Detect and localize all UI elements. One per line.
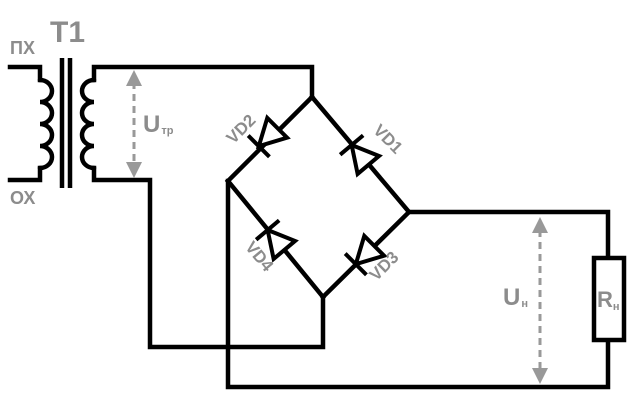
diode-vd4 [254,218,299,263]
primary-coil [37,77,55,171]
load-voltage-arrow [532,217,548,384]
primary-lead-bottom [7,165,43,183]
primary-lead-top [7,64,43,83]
diode-vd2 [246,114,291,159]
load-voltage-label: Uн [503,284,528,311]
diode-vd1-label: VD1 [369,121,406,158]
primary-top-label: ПХ [10,38,35,58]
load-resistor-label: Rн [597,287,620,313]
diode-vd1 [338,133,383,178]
output-positive-wire [406,209,611,261]
secondary-lead-bottom [91,165,326,350]
diode-vd3 [343,232,388,277]
transformer-label: T1 [50,16,85,49]
transformer-voltage-label: Uтр [143,111,174,138]
transformer-voltage-arrow [126,70,142,178]
primary-bottom-label: ОХ [10,188,35,208]
output-negative-wire [225,178,611,390]
load-resistor [591,255,627,343]
secondary-lead-top [91,64,315,100]
secondary-coil [79,77,97,171]
